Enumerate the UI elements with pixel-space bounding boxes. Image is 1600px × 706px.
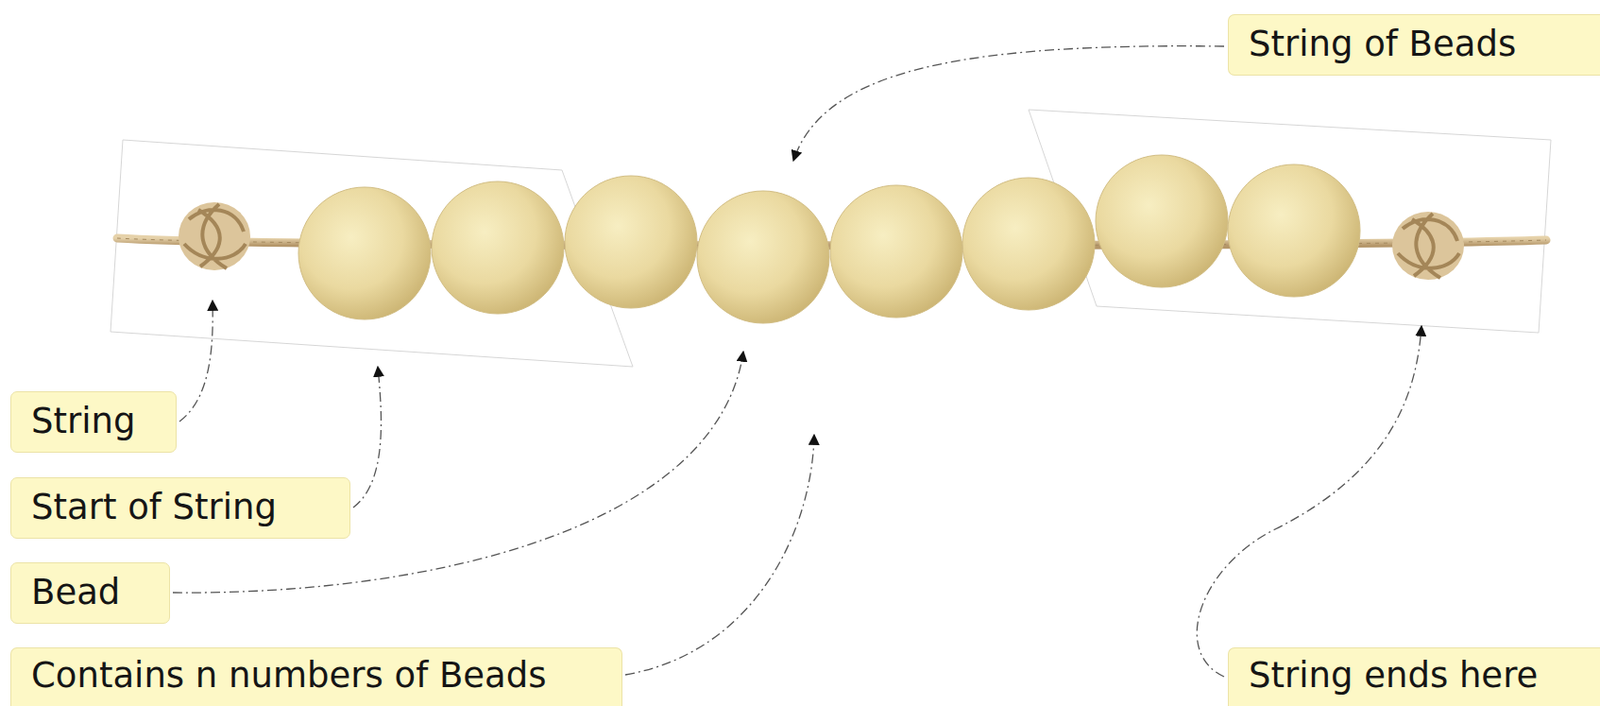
knot bbox=[178, 202, 251, 271]
label-text: Bead bbox=[31, 572, 120, 613]
leader-line bbox=[353, 366, 381, 508]
photo-frame bbox=[110, 139, 633, 367]
callout-label: Contains n numbers of Beads bbox=[10, 646, 623, 706]
leader-line bbox=[172, 351, 744, 593]
callout-label: Start of String bbox=[10, 476, 351, 539]
leader-line bbox=[1196, 325, 1422, 677]
label-text: Start of String bbox=[31, 487, 277, 528]
callout-label: Bead bbox=[10, 561, 171, 624]
leader-line bbox=[793, 46, 1225, 161]
knot bbox=[1392, 211, 1464, 280]
leader-line bbox=[179, 300, 213, 422]
bead-row bbox=[298, 154, 1361, 324]
label-text: Contains n numbers of Beads bbox=[31, 655, 547, 697]
callout-label: String of Beads bbox=[1227, 14, 1600, 76]
callout-label: String ends here bbox=[1227, 646, 1600, 706]
label-text: String of Beads bbox=[1248, 24, 1516, 66]
leader-line bbox=[625, 434, 815, 675]
callout-label: String bbox=[10, 391, 177, 453]
label-text: String bbox=[31, 401, 136, 443]
photo-frame bbox=[1028, 109, 1551, 333]
label-text: String ends here bbox=[1248, 655, 1538, 697]
